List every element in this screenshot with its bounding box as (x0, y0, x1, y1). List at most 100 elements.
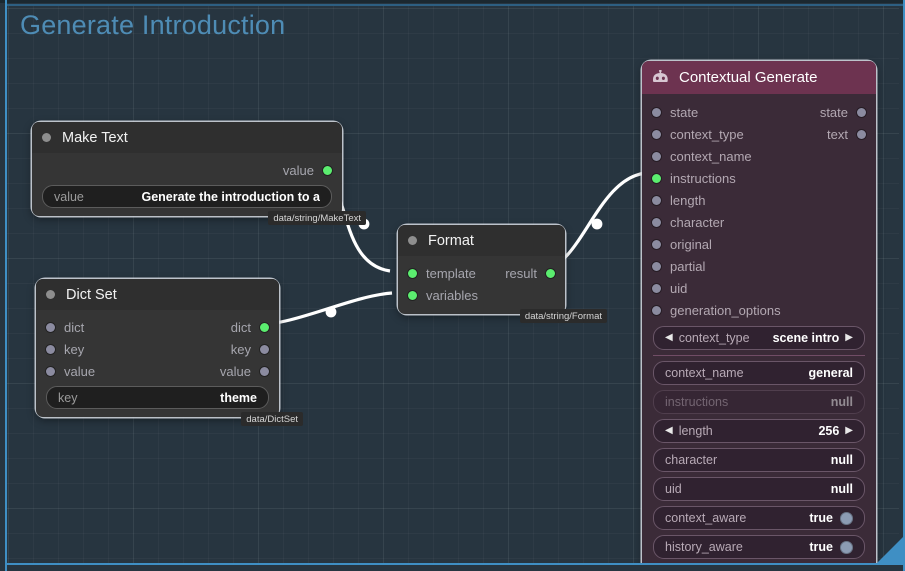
port-dot-icon[interactable] (260, 366, 269, 376)
input-port-generation-options[interactable]: generation_options (652, 303, 781, 318)
output-port-text[interactable]: text (827, 127, 866, 142)
input-port-context-name[interactable]: context_name (652, 149, 752, 164)
widget-value-text: true (809, 511, 833, 525)
port-row-partial: partial (642, 255, 876, 277)
widget-uid[interactable]: uid null (653, 477, 865, 501)
node-dict-set[interactable]: Dict Set dict dict (36, 279, 303, 426)
input-port-label: generation_options (670, 302, 781, 318)
collapse-dot-icon[interactable] (42, 133, 51, 142)
widget-label: character (665, 453, 718, 467)
output-port-value[interactable]: value (283, 163, 332, 178)
widget-length[interactable]: ◀ length 256 ▶ (653, 419, 865, 443)
input-port-key[interactable]: key (46, 342, 84, 357)
widget-key[interactable]: key theme (46, 386, 269, 409)
input-port-value[interactable]: value (46, 364, 95, 379)
widget-context-aware[interactable]: context_aware true (653, 506, 865, 530)
output-port-label: dict (230, 319, 251, 335)
port-dot-icon[interactable] (260, 322, 269, 332)
input-port-label: context_type (670, 126, 744, 142)
input-port-original[interactable]: original (652, 237, 712, 252)
widget-value-text: null (830, 395, 853, 409)
port-dot-icon[interactable] (652, 151, 661, 161)
node-title-label: Contextual Generate (679, 69, 818, 86)
port-dot-icon[interactable] (652, 129, 661, 139)
node-header[interactable]: Contextual Generate (642, 61, 876, 94)
widget-value[interactable]: value Generate the introduction to a (42, 185, 332, 208)
input-port-context-type[interactable]: context_type (652, 127, 744, 142)
port-row-dict: dict dict (36, 316, 279, 338)
canvas-right-border (903, 0, 905, 571)
port-dot-icon[interactable] (857, 107, 866, 117)
port-dot-icon[interactable] (46, 344, 55, 354)
node-contextual-generate[interactable]: Contextual Generate state state (642, 61, 876, 565)
widget-value-text: true (809, 540, 833, 554)
input-port-dict[interactable]: dict (46, 320, 84, 335)
input-port-instructions[interactable]: instructions (652, 171, 736, 186)
port-row-value: value value (36, 360, 279, 382)
port-dot-icon[interactable] (652, 261, 661, 271)
canvas-resize-handle[interactable] (877, 537, 903, 563)
chevron-left-icon[interactable]: ◀ (665, 332, 673, 343)
input-port-variables[interactable]: variables (408, 288, 478, 303)
port-dot-icon[interactable] (546, 268, 555, 278)
chevron-right-icon[interactable]: ▶ (845, 425, 853, 436)
widget-value-text: null (830, 482, 853, 496)
port-dot-icon[interactable] (652, 173, 661, 183)
input-port-length[interactable]: length (652, 193, 705, 208)
link-midpoint-dot[interactable] (325, 306, 337, 318)
output-port-state[interactable]: state (820, 105, 866, 120)
widget-label: history_aware (665, 540, 743, 554)
widget-instructions[interactable]: instructions null (653, 390, 865, 414)
port-dot-icon[interactable] (857, 129, 866, 139)
port-dot-icon[interactable] (652, 283, 661, 293)
widget-label: context_type (678, 331, 750, 345)
widget-label: value (54, 189, 84, 204)
output-port-value[interactable]: value (220, 364, 269, 379)
output-port-result[interactable]: result (505, 266, 555, 281)
collapse-dot-icon[interactable] (46, 290, 55, 299)
port-dot-icon[interactable] (652, 107, 661, 117)
port-dot-icon[interactable] (652, 217, 661, 227)
output-port-label: value (282, 162, 314, 178)
port-dot-icon[interactable] (46, 366, 55, 376)
port-dot-icon[interactable] (46, 322, 55, 332)
widget-context-name[interactable]: context_name general (653, 361, 865, 385)
chevron-right-icon[interactable]: ▶ (845, 332, 853, 343)
port-dot-icon[interactable] (408, 268, 417, 278)
chevron-left-icon[interactable]: ◀ (665, 425, 673, 436)
graph-canvas[interactable]: Make Text value value Generate the intro… (6, 6, 899, 565)
port-dot-icon[interactable] (652, 239, 661, 249)
canvas-top-border (5, 4, 905, 6)
link-midpoint-dot[interactable] (591, 218, 603, 230)
port-dot-icon[interactable] (323, 165, 332, 175)
node-format[interactable]: Format template result (398, 225, 607, 323)
port-dot-icon[interactable] (408, 290, 417, 300)
collapse-dot-icon[interactable] (408, 236, 417, 245)
input-port-partial[interactable]: partial (652, 259, 705, 274)
toggle-icon[interactable] (840, 540, 853, 554)
widget-label: context_name (665, 366, 744, 380)
input-port-label: value (64, 363, 96, 379)
input-port-template[interactable]: template (408, 266, 476, 281)
port-dot-icon[interactable] (652, 195, 661, 205)
widget-context-type[interactable]: ◀ context_type scene intro ▶ (653, 326, 865, 350)
node-make-text[interactable]: Make Text value value Generate the intro… (32, 122, 366, 225)
toggle-icon[interactable] (840, 511, 853, 525)
node-header[interactable]: Make Text (32, 122, 342, 153)
robot-icon (652, 70, 669, 85)
input-port-uid[interactable]: uid (652, 281, 687, 296)
widget-history-aware[interactable]: history_aware true (653, 535, 865, 559)
node-header[interactable]: Dict Set (36, 279, 279, 310)
widget-character[interactable]: character null (653, 448, 865, 472)
output-port-key[interactable]: key (231, 342, 269, 357)
widget-label: instructions (665, 395, 729, 409)
port-dot-icon[interactable] (260, 344, 269, 354)
window-top-edge (0, 0, 905, 3)
port-dot-icon[interactable] (652, 305, 661, 315)
port-row-variables: variables (398, 284, 565, 306)
input-port-character[interactable]: character (652, 215, 724, 230)
node-header[interactable]: Format (398, 225, 565, 256)
output-port-dict[interactable]: dict (231, 320, 269, 335)
input-port-label: instructions (670, 170, 736, 186)
input-port-state[interactable]: state (652, 105, 698, 120)
